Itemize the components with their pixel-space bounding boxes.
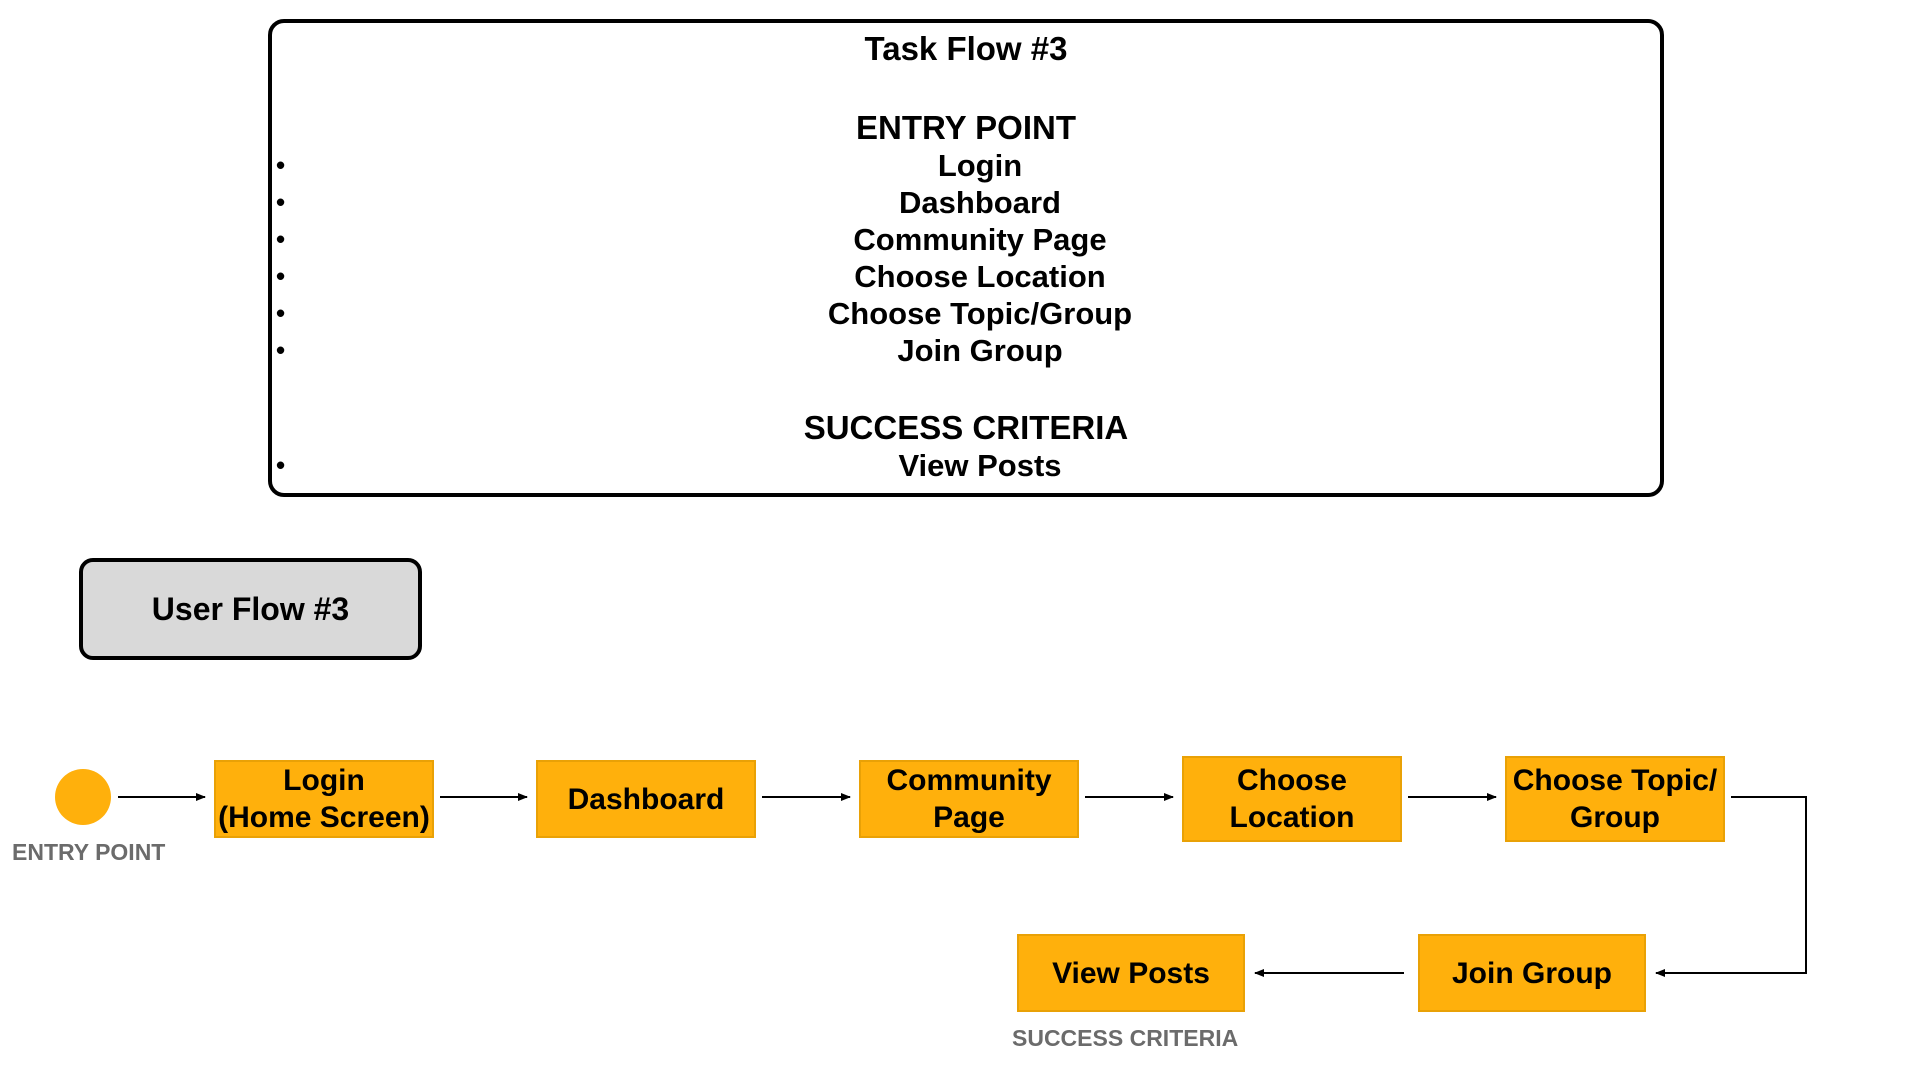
bullet: •: [276, 261, 286, 291]
bullet: •: [276, 298, 286, 328]
entry-list-item: • Community Page: [272, 221, 1660, 258]
entry-list-item: • Choose Location: [272, 258, 1660, 295]
entry-point-heading: ENTRY POINT: [855, 109, 1077, 146]
bullet: •: [276, 187, 286, 217]
entry-list-item-text: Dashboard: [899, 185, 1061, 220]
success-criteria-heading: SUCCESS CRITERIA: [803, 409, 1129, 446]
bullet: •: [276, 224, 286, 254]
user-flow-label: User Flow #3: [79, 558, 422, 660]
node-community-page: Community Page: [859, 760, 1079, 838]
bullet: •: [276, 450, 286, 480]
entry-list-item-text: Login: [937, 148, 1023, 183]
node-label: Dashboard: [567, 782, 725, 816]
node-label: Community Page: [886, 764, 1052, 834]
task-flow-panel: Task Flow #3 ENTRY POINT • Login • Dashb…: [268, 19, 1664, 497]
node-choose-location: Choose Location: [1182, 756, 1402, 842]
node-dashboard: Dashboard: [536, 760, 756, 838]
node-label: Login (Home Screen): [218, 764, 430, 834]
node-login: Login (Home Screen): [214, 760, 434, 838]
bullet: •: [276, 150, 286, 180]
entry-list-item-text: Choose Topic/Group: [827, 296, 1133, 331]
entry-list-item: • Dashboard: [272, 184, 1660, 221]
entry-list-item: • Choose Topic/Group: [272, 295, 1660, 332]
entry-list-item-text: Community Page: [853, 222, 1107, 257]
bullet: •: [276, 335, 286, 365]
node-choose-topic-group: Choose Topic/ Group: [1505, 756, 1725, 842]
entry-point-caption: ENTRY POINT: [12, 839, 166, 865]
task-flow-title: Task Flow #3: [864, 30, 1068, 67]
node-label: View Posts: [1052, 956, 1210, 990]
node-label: Join Group: [1452, 956, 1612, 990]
entry-list-item-text: Join Group: [897, 333, 1063, 368]
success-list-item: • View Posts: [272, 447, 1660, 484]
success-criteria-caption: SUCCESS CRITERIA: [1012, 1025, 1239, 1051]
node-label: Choose Topic/ Group: [1512, 764, 1718, 834]
node-join-group: Join Group: [1418, 934, 1646, 1012]
entry-point-circle: [55, 769, 111, 825]
entry-list-item: • Login: [272, 147, 1660, 184]
success-list-item-text: View Posts: [898, 448, 1062, 483]
entry-list-item: • Join Group: [272, 332, 1660, 369]
node-view-posts: View Posts: [1017, 934, 1245, 1012]
node-label: Choose Location: [1229, 764, 1355, 834]
entry-list-item-text: Choose Location: [854, 259, 1106, 294]
